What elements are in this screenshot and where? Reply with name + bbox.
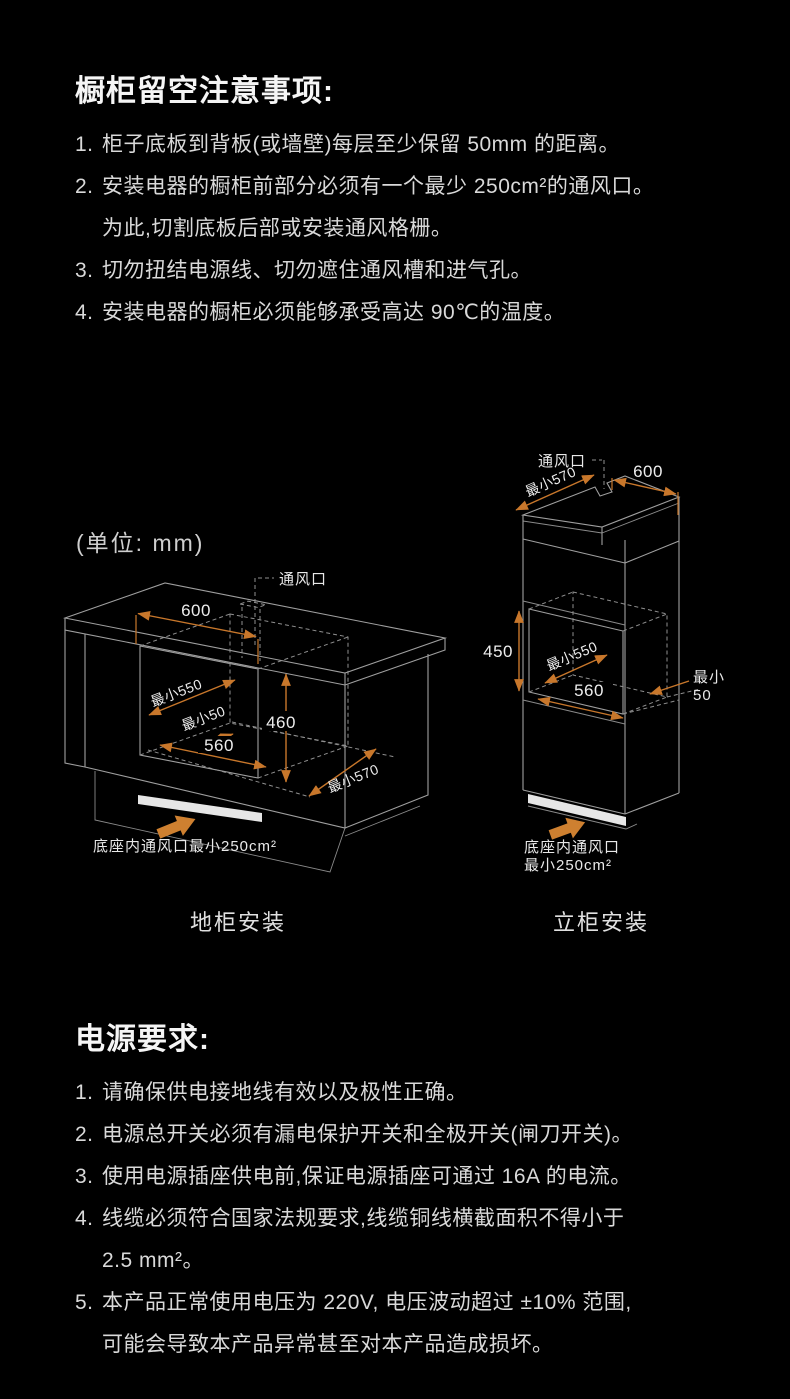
power-requirements-title: 电源要求:	[75, 1023, 210, 1056]
list-item: 1. 请确保供电接地线有效以及极性正确。	[0, 1072, 790, 1114]
tall-min550-arrow	[544, 654, 608, 684]
item-text: 请确保供电接地线有效以及极性正确。	[102, 1081, 468, 1104]
dim-600-label: 600	[181, 601, 211, 620]
base-vent-arrow-icon	[156, 815, 196, 839]
tall-vent-arrow-icon	[548, 817, 586, 840]
base-vent-label: 通风口	[279, 571, 327, 588]
dim-560-arrow	[159, 742, 267, 770]
item-text: 安装电器的橱柜前部分必须有一个最少 250cm²的通风口。	[102, 175, 655, 198]
item-text: 安装电器的橱柜必须能够承受高达 90℃的温度。	[102, 301, 566, 324]
list-item: 2. 安装电器的橱柜前部分必须有一个最少 250cm²的通风口。 为此,切割底板…	[0, 166, 790, 250]
tall-bottom-edges	[522, 789, 680, 815]
item-number: 1.	[75, 1081, 94, 1104]
list-item: 1. 柜子底板到背板(或墙壁)每层至少保留 50mm 的距离。	[0, 124, 790, 166]
list-item: 2. 电源总开关必须有漏电保护开关和全极开关(闸刀开关)。	[0, 1114, 790, 1156]
base-vent-note: 底座内通风口最小250cm²	[93, 838, 277, 855]
tall-450-label: 450	[483, 642, 513, 661]
installation-diagram-canvas: 通风口 600 最小550 最小50 460 560 最小570	[62, 453, 725, 874]
tall-side-top-edge	[624, 540, 680, 564]
dim-460-halo	[262, 711, 300, 731]
base-vent-strip	[138, 795, 262, 822]
item-number: 3.	[75, 259, 94, 282]
countertop-front-face	[64, 618, 346, 686]
item-number: 4.	[75, 301, 94, 324]
cabinet-plinth	[94, 771, 346, 873]
dim-460-label: 460	[266, 713, 296, 732]
tall-cabinet-caption: 立柜安装	[552, 910, 649, 935]
tall-cavity-back-dashes	[572, 591, 668, 698]
dim-min570-label: 最小570	[325, 761, 381, 796]
cabinet-clearance-section: 橱柜留空注意事项: 1. 柜子底板到背板(或墙壁)每层至少保留 50mm 的距离…	[0, 74, 790, 334]
item-number: 2.	[75, 175, 94, 198]
item-text: 切勿扭结电源线、切勿遮住通风槽和进气孔。	[102, 259, 532, 282]
tall-min50-arrow	[649, 680, 690, 695]
item-text: 为此,切割底板后部或安装通风格栅。	[102, 217, 453, 240]
tall-plinth-bottom	[527, 805, 638, 830]
item-number: 1.	[75, 133, 94, 156]
tall-min50-label-line1: 最小	[693, 669, 725, 686]
tall-front-top-edge	[522, 538, 626, 564]
tall-vent-strip	[528, 794, 626, 826]
list-item: 5. 本产品正常使用电压为 220V, 电压波动超过 ±10% 范围, 可能会导…	[0, 1282, 790, 1366]
plinth-side-edge	[344, 805, 421, 837]
installation-diagrams: (单位: mm)	[0, 430, 790, 975]
cabinet-right-side	[344, 654, 429, 829]
item-number: 3.	[75, 1165, 94, 1188]
base-cabinet-caption: 地柜安装	[189, 910, 286, 935]
item-text: 线缆必须符合国家法规要求,线缆铜线横截面积不得小于	[102, 1207, 625, 1230]
item-text: 本产品正常使用电压为 220V, 电压波动超过 ±10% 范围,	[102, 1291, 632, 1314]
tall-600-extensions	[611, 478, 679, 515]
item-number: 4.	[75, 1207, 94, 1230]
tall-top-face	[520, 475, 681, 528]
list-item: 3. 使用电源插座供电前,保证电源插座可通过 16A 的电流。	[0, 1156, 790, 1198]
item-text: 可能会导致本产品异常甚至对本产品造成损坏。	[102, 1333, 554, 1356]
tall-min550-label: 最小550	[544, 638, 600, 674]
tall-560-label: 560	[574, 681, 604, 700]
power-requirements-section: 电源要求: 1. 请确保供电接地线有效以及极性正确。 2. 电源总开关必须有漏电…	[0, 1022, 790, 1366]
list-item: 3. 切勿扭结电源线、切勿遮住通风槽和进气孔。	[0, 250, 790, 292]
dim-560-halo	[198, 736, 240, 753]
tall-vent-note-line1: 底座内通风口	[524, 839, 620, 856]
item-number: 5.	[75, 1291, 94, 1314]
dim-min570-arrow	[308, 748, 377, 797]
item-text: 柜子底板到背板(或墙壁)每层至少保留 50mm 的距离。	[102, 133, 620, 156]
list-item: 4. 线缆必须符合国家法规要求,线缆铜线横截面积不得小于 2.5 mm²。	[0, 1198, 790, 1282]
dim-600-arrow	[137, 610, 257, 640]
item-text: 电源总开关必须有漏电保护开关和全极开关(闸刀开关)。	[102, 1123, 633, 1146]
tall-min570-arrow	[515, 474, 595, 511]
tall-cavity-depth-dashes	[528, 591, 668, 715]
tall-vent-leader-dashes	[592, 459, 605, 489]
item-text: 2.5 mm²。	[102, 1249, 205, 1272]
tall-560-arrow	[537, 696, 624, 721]
tall-cavity-gap-dashes	[622, 688, 701, 715]
power-requirements-list: 1. 请确保供电接地线有效以及极性正确。 2. 电源总开关必须有漏电保护开关和全…	[0, 1072, 790, 1366]
list-item: 4. 安装电器的橱柜必须能够承受高达 90℃的温度。	[0, 292, 790, 334]
countertop-right-cap	[344, 638, 446, 686]
dim-600-extensions	[135, 615, 259, 664]
base-cabinet-diagram: 通风口 600 最小550 最小50 460 560 最小570	[62, 571, 448, 873]
tall-600-arrow	[613, 477, 677, 497]
unit-label: (单位: mm)	[76, 530, 205, 556]
cabinet-clearance-title: 橱柜留空注意事项:	[75, 75, 334, 108]
cabinet-clearance-list: 1. 柜子底板到背板(或墙壁)每层至少保留 50mm 的距离。 2. 安装电器的…	[0, 124, 790, 334]
cabinet-left-panel	[64, 630, 86, 768]
tall-vent-label: 通风口	[538, 453, 586, 470]
tall-top-thickness	[522, 502, 680, 534]
item-number: 2.	[75, 1123, 94, 1146]
dim-min50-label: 最小50	[179, 703, 227, 734]
dim-min550-label: 最小550	[148, 676, 204, 710]
tall-min50-label-line2: 50	[693, 687, 712, 704]
tall-vent-note-line2: 最小250cm²	[524, 857, 612, 874]
tall-600-label: 600	[633, 462, 663, 481]
dim-560-label: 560	[204, 736, 234, 755]
tall-cabinet-diagram: 通风口 最小570 600 450 最小550 560 最小 50	[483, 453, 725, 874]
tall-560-halo	[568, 682, 610, 698]
dim-min550-arrow	[148, 679, 236, 716]
item-text: 使用电源插座供电前,保证电源插座可通过 16A 的电流。	[102, 1165, 632, 1188]
